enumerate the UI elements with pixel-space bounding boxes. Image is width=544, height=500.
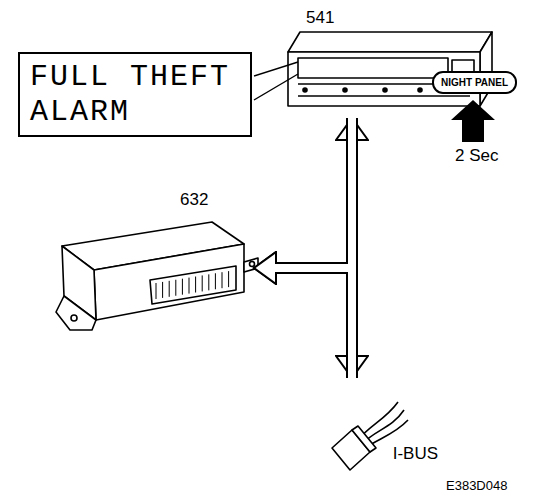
connector-side xyxy=(352,426,376,452)
button xyxy=(343,88,347,92)
night-panel-button: NIGHT PANEL xyxy=(432,71,517,94)
mount-hole xyxy=(250,262,255,267)
pin-stroke xyxy=(169,281,170,297)
node-text: 541 xyxy=(306,8,495,28)
button-row xyxy=(298,95,470,97)
control-module: 632 xyxy=(40,190,252,340)
connector-fill xyxy=(276,268,352,378)
ibus-connector: I-BUS xyxy=(320,380,460,475)
node-text: I-BUS xyxy=(320,444,438,464)
control-module xyxy=(56,222,258,330)
leader-line xyxy=(254,74,298,100)
pin-stroke xyxy=(156,283,157,299)
button xyxy=(418,88,422,92)
pin-stroke xyxy=(195,277,196,293)
display-unit: 541 xyxy=(280,8,495,116)
connector-arrow xyxy=(276,118,352,268)
mount-hole xyxy=(71,315,77,321)
leader-line xyxy=(254,62,298,76)
pin-stroke xyxy=(222,272,223,288)
module-front xyxy=(94,244,244,320)
module-connector xyxy=(150,266,236,304)
mounting-tab xyxy=(244,258,258,272)
pin-stroke xyxy=(182,279,183,295)
pin-stroke xyxy=(208,274,209,290)
button xyxy=(303,88,307,92)
pin-stroke xyxy=(228,271,229,287)
message-box: FULL THEFT ALARM xyxy=(18,52,252,137)
mounting-tab xyxy=(56,296,96,330)
connector-pins xyxy=(156,271,229,299)
display-unit xyxy=(288,32,492,106)
pin-stroke xyxy=(215,273,216,289)
connector-fill xyxy=(276,118,352,268)
leader-lines xyxy=(254,62,298,100)
node-text: NIGHT PANEL xyxy=(441,77,508,88)
press-arrow xyxy=(451,100,495,142)
pin-stroke xyxy=(175,280,176,296)
connector-arrow xyxy=(276,268,352,378)
figure-code: E383D048 xyxy=(446,478,507,493)
display-top xyxy=(288,32,492,52)
display-side xyxy=(480,32,492,106)
pin-stroke xyxy=(202,275,203,291)
node-text: 632 xyxy=(180,190,252,210)
display-screen xyxy=(298,58,448,78)
node-text: FULL THEFT ALARM xyxy=(30,60,240,129)
button xyxy=(383,88,387,92)
press-duration: 2 Sec xyxy=(455,146,498,166)
pin-stroke xyxy=(189,278,190,294)
pin-stroke xyxy=(162,282,163,298)
